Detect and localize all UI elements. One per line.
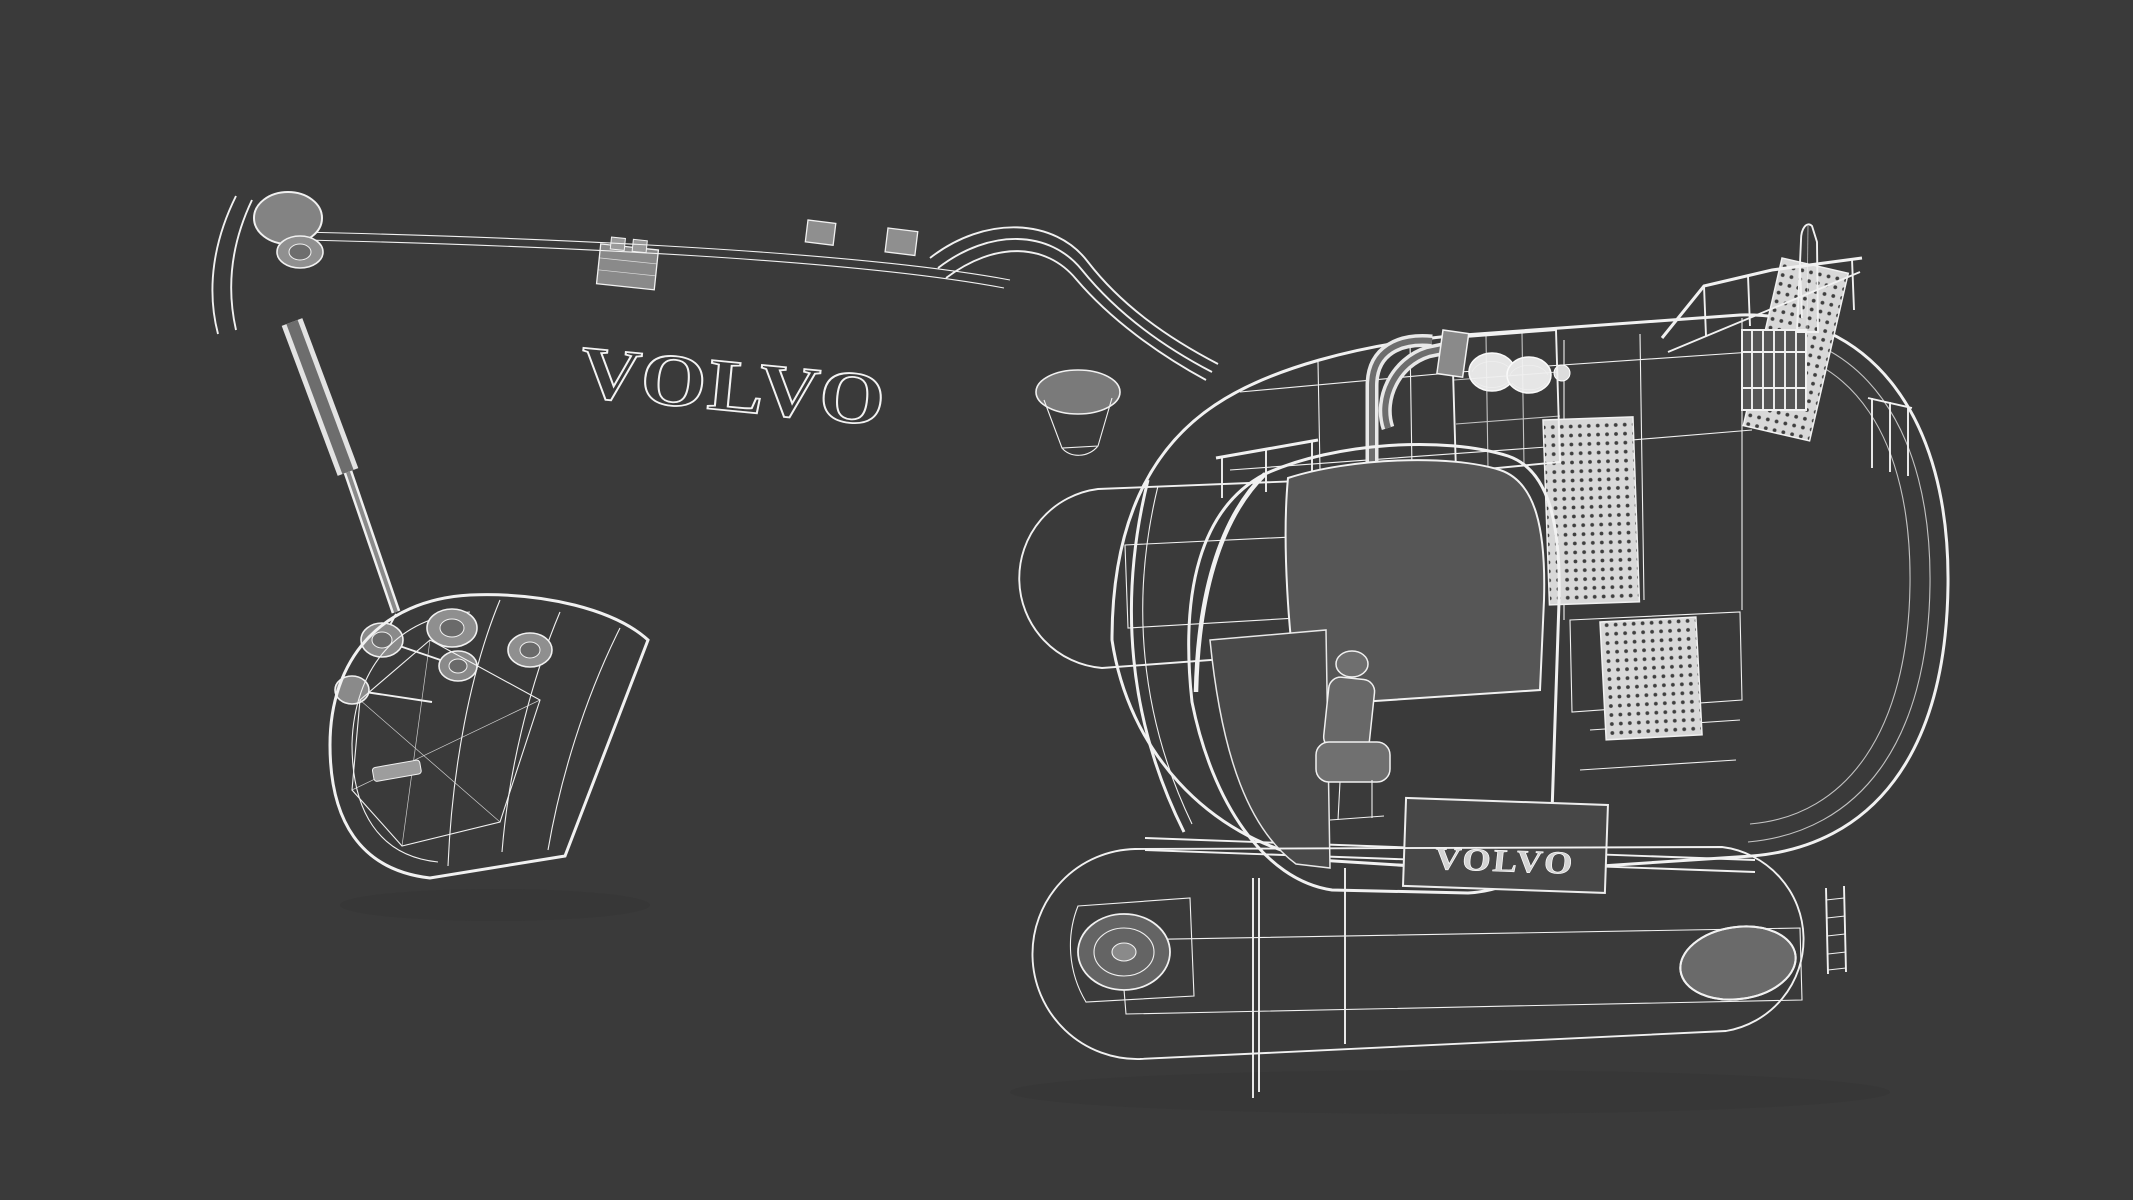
- drive-sprocket: [1679, 925, 1797, 1001]
- seat-base: [1315, 741, 1391, 783]
- operator-seat: [1315, 650, 1391, 821]
- bucket-linkage: [334, 613, 478, 705]
- side-grille-panel: [1599, 616, 1703, 741]
- boom-cylinder-mount: [1035, 369, 1121, 456]
- hose-bundle: [299, 219, 1219, 381]
- muffler-fins: [1741, 329, 1807, 411]
- exhaust-stack-line: [1806, 225, 1809, 333]
- upper-house: [1110, 223, 1950, 975]
- filter-domes: [1468, 352, 1571, 394]
- deck-handrail: [1660, 256, 1863, 353]
- bucket-inner-curves: [351, 599, 621, 867]
- idler-wheel: [1077, 913, 1171, 991]
- near-track-outline: [1031, 846, 1805, 1060]
- hydraulic-tank: [1365, 328, 1561, 474]
- body-logo-panel: VOLVO: [1401, 796, 1609, 894]
- hose-clamp: [804, 219, 837, 246]
- near-crawler-track: [1031, 846, 1805, 1060]
- track-frame-details: [1252, 868, 1346, 1098]
- cab-shell: [1187, 442, 1561, 895]
- vertical-service-rod: [1252, 878, 1260, 1098]
- counterweight-ladder: [1825, 885, 1847, 975]
- bucket: [328, 593, 650, 880]
- exhaust-clamp: [1436, 329, 1470, 379]
- ground-shadow-machine: [1010, 1070, 1890, 1114]
- seat-headrest: [1335, 650, 1369, 678]
- cab-windshield: [1284, 459, 1546, 708]
- engine-grille-panel: [1542, 416, 1641, 606]
- bucket-brand-plate: [371, 759, 422, 782]
- body-logo-text: VOLVO: [1433, 840, 1577, 881]
- seat-back: [1322, 676, 1376, 752]
- link-boss: [334, 675, 370, 705]
- track-frame-opening: [1069, 897, 1195, 1003]
- rear-step-rail: [1867, 397, 1913, 476]
- bucket-cylinder: [281, 318, 401, 614]
- ground-shadow-bucket: [340, 889, 650, 921]
- cab-handrail-inner: [1142, 485, 1193, 825]
- nose-bracket: [211, 195, 253, 335]
- exhaust-stack: [1796, 223, 1819, 333]
- cab-door-opening: [1209, 629, 1331, 869]
- cab: VOLVO: [1129, 442, 1609, 895]
- exhaust-pipe: [1378, 329, 1470, 431]
- counterweight-contours: [1744, 329, 1931, 843]
- bucket-shell: [328, 593, 650, 880]
- boom-nose-drum: [253, 191, 323, 245]
- arm: [211, 191, 478, 705]
- cab-a-pillar: [1193, 472, 1267, 693]
- filter-dome: [1506, 356, 1552, 394]
- hose-clamp: [884, 227, 919, 257]
- cab-handrail: [1129, 479, 1186, 833]
